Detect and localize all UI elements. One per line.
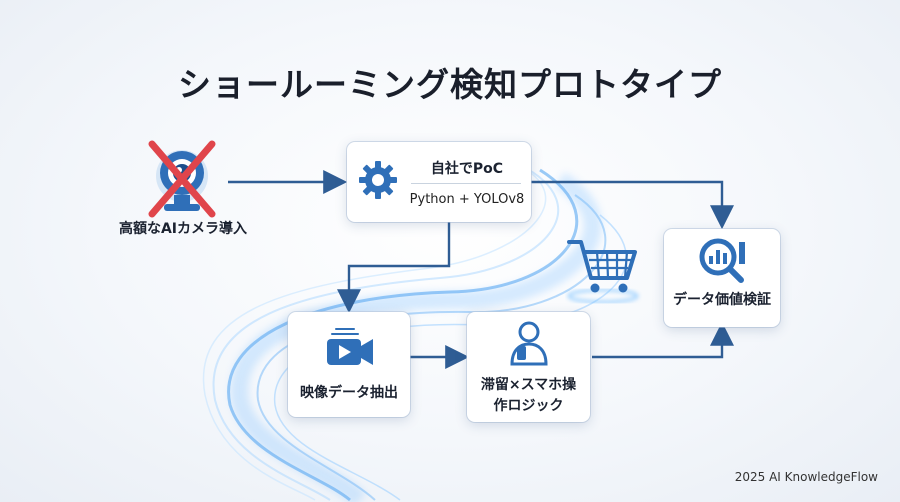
gear-icon — [359, 161, 397, 199]
verify-label: データ価値検証 — [673, 292, 771, 308]
poc-subtitle: Python + YOLOv8 — [409, 192, 525, 207]
camera-crossed-icon — [148, 140, 216, 218]
poc-title: 自社でPoC — [430, 161, 504, 177]
logic-box: 滞留×スマホ操 作ロジック — [467, 312, 590, 422]
video-box: 映像データ抽出 — [288, 312, 410, 417]
footer-credit: 2025 AI KnowledgeFlow — [734, 470, 878, 484]
arrow-poc-to-video — [337, 222, 451, 314]
page-title: ショールーミング検知プロトタイプ — [178, 65, 722, 104]
verify-box: データ価値検証 — [664, 229, 780, 327]
video-label: 映像データ抽出 — [300, 385, 398, 401]
arrow-poc-to-verify — [530, 180, 734, 230]
logic-label-line1: 滞留×スマホ操 — [480, 377, 577, 393]
poc-divider — [411, 183, 521, 184]
person-with-phone-icon — [510, 321, 548, 366]
poc-box: 自社でPoC Python + YOLOv8 — [347, 142, 531, 222]
camera-label: 高額なAIカメラ導入 — [118, 221, 248, 237]
logic-label-line2: 作ロジック — [493, 398, 564, 414]
analytics-magnifier-icon — [699, 238, 745, 283]
arrow-logic-to-verify — [592, 321, 734, 359]
shopping-cart-icon — [567, 240, 639, 304]
flow-arrows — [228, 170, 734, 369]
video-camera-icon — [327, 328, 373, 365]
